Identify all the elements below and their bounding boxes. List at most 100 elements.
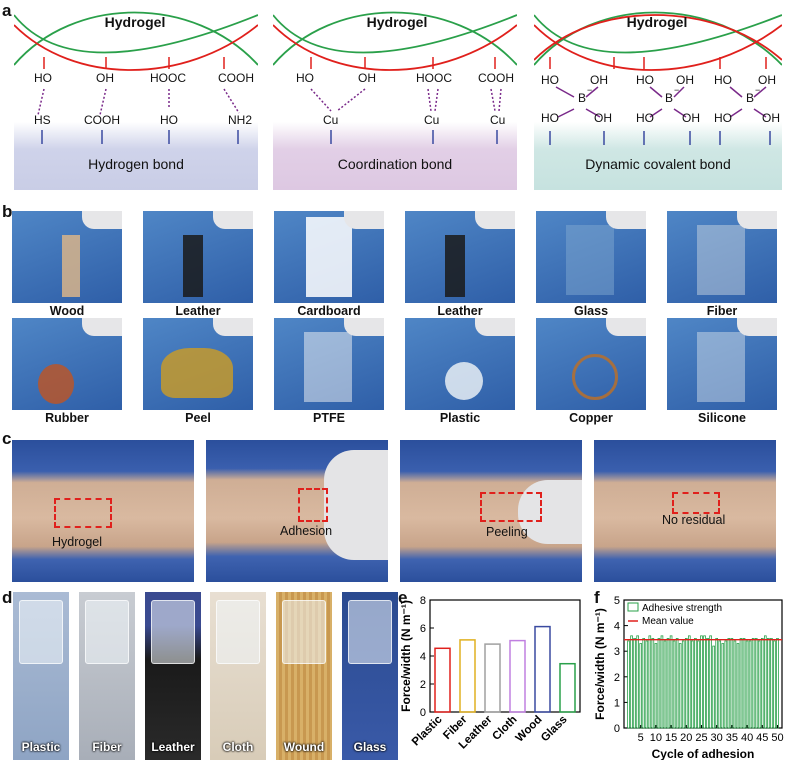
e-xlabel-0: Plastic: [410, 713, 445, 748]
f-xtick-label-6: 35: [726, 732, 738, 744]
f-bar-17: [675, 638, 679, 729]
b-row2-label-2: PTFE: [313, 411, 345, 425]
b-row2-sample-0: [38, 364, 74, 404]
boronate-1-oh-bottom: OH: [594, 111, 612, 125]
copper-1: Cu: [323, 113, 339, 127]
b-row1-sample-0: [62, 235, 80, 297]
f-bar-14: [666, 638, 670, 729]
e-bar-0: [434, 647, 451, 713]
boronate-1-ho-top: HO: [541, 73, 559, 87]
boronate-3-minus: −: [755, 85, 761, 95]
b-row2-sample-2: [304, 332, 352, 402]
gloved-hand: [324, 450, 388, 560]
d-label-1: Fiber: [92, 740, 122, 754]
b-row2-label-1: Peel: [185, 411, 211, 425]
f-bar-11: [657, 638, 661, 729]
f-bar-40: [745, 640, 749, 729]
b-row1-label-0: Wood: [49, 304, 85, 318]
f-xtick-label-3: 20: [680, 732, 692, 744]
f-bar-45: [760, 638, 764, 729]
f-bar-21: [688, 635, 691, 729]
f-ytick-label-1: 1: [614, 697, 620, 709]
f-bar-1: [627, 640, 630, 729]
f-ytick-label-2: 2: [614, 672, 620, 684]
d-photo-3: Cloth: [210, 592, 266, 760]
e-ytick-label-1: 2: [420, 679, 426, 691]
b-row1-sample-4: [566, 225, 614, 295]
f-bar-42: [751, 638, 755, 729]
bottom-group-1-1: HS: [34, 113, 51, 127]
f-ytick-label-0: 0: [614, 723, 620, 735]
boronate-3-ho-bottom: HO: [714, 111, 732, 125]
f-plot-frame: [623, 599, 783, 729]
f-legend-label-mean: Mean value: [642, 616, 694, 627]
b-row2-sample-1: [161, 348, 233, 398]
b-row1-label-2: Cardboard: [297, 304, 361, 318]
d-label-5: Glass: [353, 740, 387, 754]
f-bar-19: [681, 640, 685, 729]
b-row1-label-5: Fiber: [706, 304, 738, 318]
boronate-3-oh-top: OH: [758, 73, 776, 87]
skin-photo-no-residual: No residual: [594, 440, 776, 582]
f-bar-24: [697, 640, 700, 729]
bottom-group-1-3: HO: [160, 113, 178, 127]
f-xtick-label-8: 45: [756, 732, 768, 744]
b-row1-label-4: Glass: [573, 304, 609, 318]
b-row1-glove-1: [213, 211, 253, 229]
f-bar-8: [648, 635, 652, 729]
boronate-2-minus: −: [674, 85, 680, 95]
top-group-2-1: HO: [296, 71, 314, 85]
b-row1-glove-3: [475, 211, 515, 229]
hydrogel-title-1: Hydrogel: [104, 14, 166, 30]
f-bar-31: [718, 640, 722, 729]
f-bar-15: [669, 635, 673, 729]
b-row2-label-4: Copper: [569, 411, 613, 425]
dynamic-covalent-bond-label: Dynamic covalent bond: [585, 156, 731, 172]
f-ytick-label-3: 3: [614, 646, 620, 658]
f-xtick-label-9: 50: [771, 732, 783, 744]
d-hydrogel-4: [282, 600, 326, 664]
d-label-0: Plastic: [21, 740, 61, 754]
hydrogel-region-box: [54, 498, 112, 528]
f-bar-4: [636, 635, 639, 729]
boronate-1-ho-bottom: HO: [541, 111, 559, 125]
f-xtick-label-0: 5: [638, 732, 644, 744]
top-group-1-2: OH: [96, 71, 114, 85]
f-bar-26: [703, 635, 706, 729]
bottom-stems-2: [330, 130, 498, 144]
e-bar-1: [459, 639, 476, 713]
e-bar-5: [559, 662, 576, 713]
e-ytick-label-0: 0: [420, 707, 426, 719]
b-row1-photo-0: [12, 211, 122, 303]
boronate-1-b: B: [578, 91, 587, 105]
f-bar-7: [645, 640, 649, 729]
boronate-2-ho-top: HO: [636, 73, 654, 87]
b-row1-sample-2: [306, 217, 352, 297]
b-row2-label-3: Plastic: [439, 411, 481, 425]
f-xtick-label-1: 10: [650, 732, 662, 744]
b-row2-glove-4: [606, 318, 646, 336]
panel-letter-d: d: [2, 588, 13, 607]
top-group-1-1: HO: [34, 71, 52, 85]
f-legend-label-bar: Adhesive strength: [642, 603, 722, 614]
bottom-stems-1: [41, 130, 239, 144]
b-row1-sample-1: [183, 235, 203, 297]
e-plot-frame: [429, 599, 581, 713]
b-row2-photo-5: [667, 318, 777, 410]
hydrogel-network-3: [534, 11, 782, 145]
top-group-2-2: OH: [358, 71, 376, 85]
panel-letter-e: e: [398, 588, 408, 607]
hydrogel-label: Hydrogel: [52, 535, 103, 549]
b-row1-glove-0: [82, 211, 122, 229]
d-photo-2: Leather: [145, 592, 201, 760]
e-bar-4: [534, 625, 551, 713]
hydrogel-network-1: [14, 11, 258, 116]
d-photo-1: Fiber: [79, 592, 135, 760]
f-bar-50: [776, 638, 779, 729]
boronate-3-b: B: [746, 91, 755, 105]
f-bar-27: [706, 638, 709, 729]
e-xlabel-5: Glass: [539, 714, 570, 745]
b-row2-label-5: Silicone: [698, 411, 746, 425]
f-xtick-label-4: 25: [695, 732, 707, 744]
f-xtick-label-7: 40: [741, 732, 753, 744]
